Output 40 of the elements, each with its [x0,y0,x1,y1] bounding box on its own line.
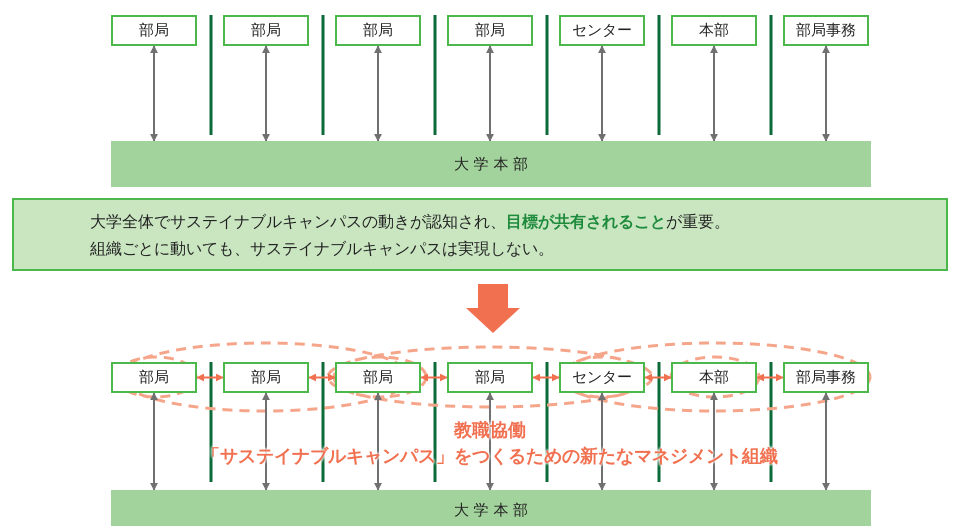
unit-box: 部局事務 [783,362,869,393]
arrow [374,45,382,142]
unit-box: 部局 [223,15,309,46]
note-text: 組織ごとに動いても、サステイナブルキャンパスは実現しない。 [90,238,554,260]
unit-box: センター [559,362,645,393]
arrow [598,45,606,142]
unit-box: 部局 [335,15,421,46]
arrow [262,45,270,142]
unit-box: 部局 [223,362,309,393]
arrow [374,392,382,491]
headquarters-band: 大 学 本 部 [111,141,871,187]
arrow [196,374,224,382]
unit-box: 部局 [111,15,197,46]
unit-box: 部局 [335,362,421,393]
unit-box: 本部 [671,15,757,46]
unit-box: 部局事務 [783,15,869,46]
arrow [308,374,336,382]
arrow [822,45,830,142]
note-box [12,198,948,271]
arrow [710,45,718,142]
unit-box: 部局 [447,15,533,46]
arrow [262,392,270,491]
arrow [756,374,784,382]
arrow [150,392,158,491]
arrow [532,374,560,382]
arrow [420,374,448,382]
block-arrow [466,284,520,333]
unit-box: 部局 [447,362,533,393]
unit-box: 本部 [671,362,757,393]
arrow [822,392,830,491]
unit-box: センター [559,15,645,46]
headquarters-band: 大 学 本 部 [111,490,871,526]
unit-box: 部局 [111,362,197,393]
arrow [710,392,718,491]
note-text: 大学全体でサステイナブルキャンパスの動きが認知され、目標が共有されることが重要。 [90,210,730,232]
arrow [486,45,494,142]
arrow [644,374,672,382]
arrow [150,45,158,142]
arrow [486,392,494,491]
arrow [598,392,606,491]
